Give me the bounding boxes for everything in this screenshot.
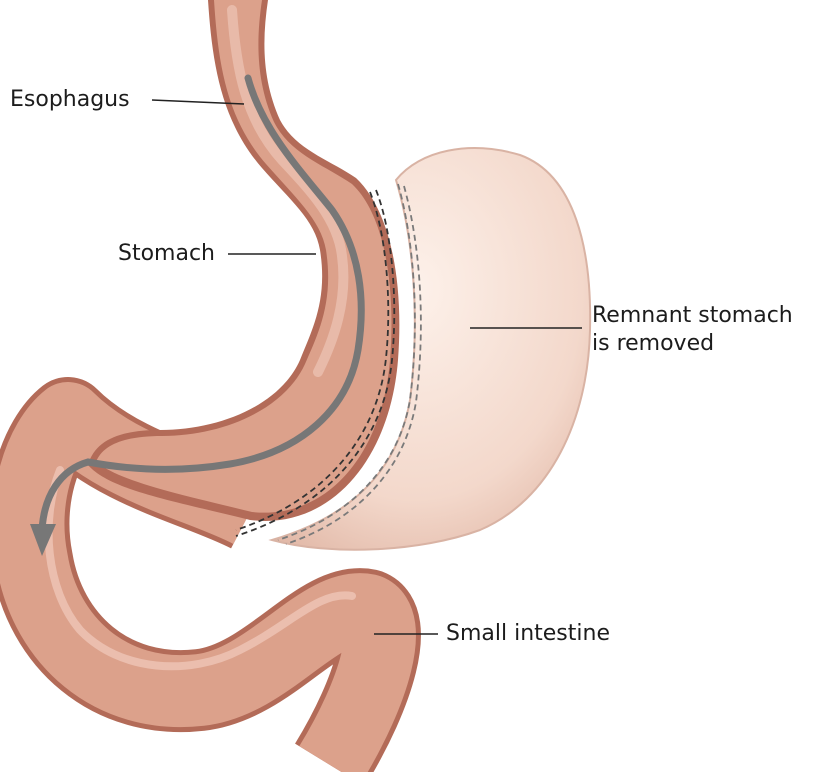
esophagus-label: Esophagus: [10, 86, 130, 114]
remnant-label-line1: Remnant stomach: [592, 302, 793, 330]
remnant-label-line2: is removed: [592, 330, 793, 358]
small-intestine-label: Small intestine: [446, 620, 610, 648]
remnant-stomach-label: Remnant stomach is removed: [592, 302, 793, 358]
stomach-sleeve: [88, 0, 399, 536]
stomach-label: Stomach: [118, 240, 215, 268]
